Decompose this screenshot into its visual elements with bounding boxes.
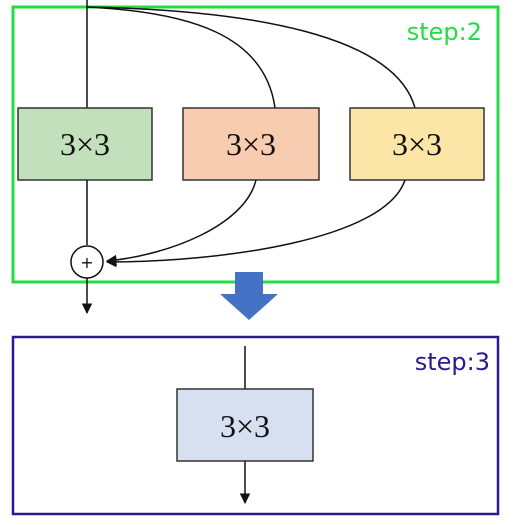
transition-arrow-icon <box>220 272 278 320</box>
conv-block-1-box <box>17 107 153 181</box>
conv-block-3-box <box>349 107 485 181</box>
conv-block-step3-box <box>176 388 314 462</box>
conv-block-3: 3×3 <box>349 107 485 181</box>
step2-panel: step:2 3×3 3×3 3×3 + <box>11 0 500 315</box>
branch3-input-arc <box>86 6 416 109</box>
branch2-output-arc <box>105 179 257 266</box>
conv-block-step3-label: 3×3 <box>220 408 270 444</box>
conv-block-2-label: 3×3 <box>226 126 276 162</box>
conv-block-2: 3×3 <box>182 107 320 181</box>
conv-block-2-box <box>182 107 320 181</box>
conv-block-1-label: 3×3 <box>60 126 110 162</box>
conv-block-step3: 3×3 <box>176 388 314 462</box>
branch2-input-arc <box>86 6 276 109</box>
plus-icon: + <box>80 253 93 272</box>
branch3-output-arc <box>105 179 406 268</box>
sum-node: + <box>70 245 104 279</box>
step2-label: step:2 <box>407 18 482 46</box>
conv-block-3-label: 3×3 <box>392 126 442 162</box>
step3-label: step:3 <box>415 348 490 376</box>
step3-frame <box>11 335 500 516</box>
step3-panel: step:3 3×3 <box>11 335 500 516</box>
conv-block-1: 3×3 <box>17 107 153 181</box>
